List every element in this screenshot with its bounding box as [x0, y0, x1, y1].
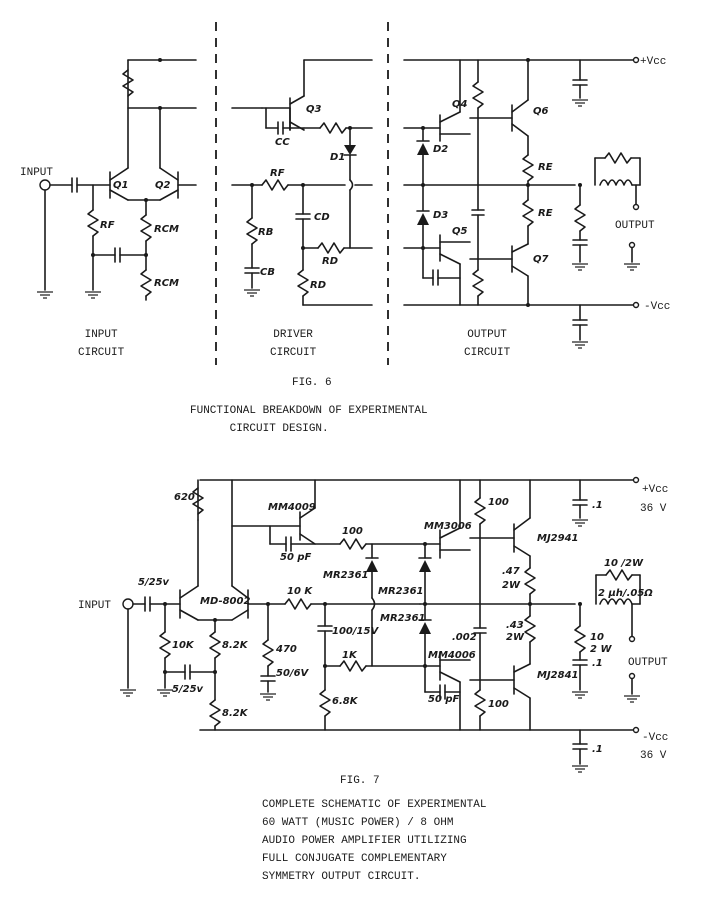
c1-out-label: .1 — [592, 658, 603, 669]
c100-label: 100/15V — [332, 626, 379, 637]
fig7-v-pos: 36 V — [640, 503, 667, 515]
cc-label: CC — [275, 137, 290, 148]
re1-label: RE — [538, 162, 553, 173]
d1-label: D1 — [330, 152, 345, 163]
c50-6-label: 50/6V — [276, 668, 310, 679]
md8002-label: MD-8002 — [200, 596, 250, 607]
r10k-label: 10K — [172, 640, 195, 651]
rcm2-label: RCM — [154, 278, 179, 289]
r620-label: 620 — [174, 492, 195, 503]
w2b-label: 2W — [506, 632, 525, 643]
fig6-vcc-pos: +Vcc — [640, 56, 666, 68]
q1-label: Q1 — [113, 180, 128, 191]
rcm1-label: RCM — [154, 224, 179, 235]
r10-2w-label: 10 /2W — [604, 558, 644, 569]
c5-25b-label: 5/25v — [172, 684, 204, 695]
fig6-input-label: INPUT — [20, 167, 53, 179]
mr2361b-label: MR2361 — [378, 586, 423, 597]
r43-label: .43 — [506, 620, 524, 631]
r100-top-label: 100 — [342, 526, 363, 537]
driver-circuit: Q3 CC D1 RF RB CB CD RD RD — [231, 59, 373, 306]
fig7-label: FIG. 7 — [340, 775, 380, 787]
r68k-label: 6.8K — [332, 696, 359, 707]
fig6-section-output: OUTPUT CIRCUIT — [464, 329, 511, 359]
r470-label: 470 — [275, 644, 297, 655]
fig6-diagram: INPUT Q1 Q2 RF RCM RCM — [20, 22, 670, 365]
input-jack-icon — [39, 179, 51, 191]
mr2361a-label: MR2361 — [323, 570, 368, 581]
rb-label: RB — [258, 227, 273, 238]
fig6-label: FIG. 6 — [292, 377, 332, 389]
r47-label: .47 — [502, 566, 520, 577]
q6-label: Q6 — [533, 106, 549, 117]
mm4009-label: MM4009 — [268, 502, 316, 513]
r100-e1-label: 100 — [488, 497, 509, 508]
fig7-caption: COMPLETE SCHEMATIC OF EXPERIMENTAL 60 WA… — [262, 799, 487, 883]
fig7-v-neg: 36 V — [640, 750, 667, 762]
cb-label: CB — [260, 267, 275, 278]
input-circuit: INPUT Q1 Q2 RF RCM RCM — [20, 58, 197, 301]
c1-top-label: .1 — [592, 500, 603, 511]
c1-bot-label: .1 — [592, 744, 603, 755]
fig7-output-label: OUTPUT — [628, 657, 668, 669]
q7-label: Q7 — [533, 254, 549, 265]
c002-label: .002 — [452, 632, 477, 643]
fig7-vcc-pos: +Vcc — [642, 484, 668, 496]
w2a-label: 2W — [502, 580, 521, 591]
d2-label: D2 — [433, 144, 448, 155]
r1k-label: 1K — [342, 650, 358, 661]
r10k-fb-label: 10 K — [287, 586, 313, 597]
fig6-section-input: INPUT CIRCUIT — [78, 329, 125, 359]
r10z-label: 10 — [590, 632, 604, 643]
w2z-label: 2 W — [590, 644, 612, 655]
rd1-label: RD — [322, 256, 338, 267]
c-in-label: 5/25v — [138, 577, 170, 588]
mj2941-label: MJ2941 — [537, 533, 579, 544]
mm3006-label: MM3006 — [424, 521, 472, 532]
d3-label: D3 — [433, 210, 448, 221]
q2-label: Q2 — [155, 180, 171, 191]
r100-e2-label: 100 — [488, 699, 509, 710]
r82k2-label: 8.2K — [222, 708, 249, 719]
fig6-output-label: OUTPUT — [615, 220, 655, 232]
fig6-caption: FUNCTIONAL BREAKDOWN OF EXPERIMENTAL CIR… — [190, 405, 428, 435]
fig6-vcc-neg: -Vcc — [644, 301, 670, 313]
c50pf-top-label: 50 pF — [280, 552, 312, 563]
mm4006-label: MM4006 — [428, 650, 476, 661]
fig7-input-label: INPUT — [78, 600, 111, 612]
q4-label: Q4 — [452, 99, 468, 110]
re2-label: RE — [538, 208, 553, 219]
fig6-section-driver: DRIVER CIRCUIT — [270, 329, 317, 359]
output-circuit: +Vcc -Vcc OUTPUT Q4 Q6 D2 D3 Q5 Q7 RE RE — [403, 56, 670, 349]
r82k1-label: 8.2K — [222, 640, 249, 651]
l2uh-label: 2 μh/.05Ω — [598, 588, 653, 599]
fig7-input-jack-icon — [122, 598, 134, 610]
rf-in-label: RF — [100, 220, 115, 231]
fig7-diagram: +Vcc 36 V -Vcc 36 V INPUT OUTPUT 620 MM4… — [78, 476, 668, 773]
c50pf-bot-label: 50 pF — [428, 694, 460, 705]
cd-label: CD — [314, 212, 330, 223]
q3-label: Q3 — [306, 104, 322, 115]
mj2841-label: MJ2841 — [537, 670, 579, 681]
rf-drv-label: RF — [270, 168, 285, 179]
fig7-vcc-neg: -Vcc — [642, 732, 668, 744]
q5-label: Q5 — [452, 226, 468, 237]
mr2361c-label: MR2361 — [380, 613, 425, 624]
rd2-label: RD — [310, 280, 326, 291]
